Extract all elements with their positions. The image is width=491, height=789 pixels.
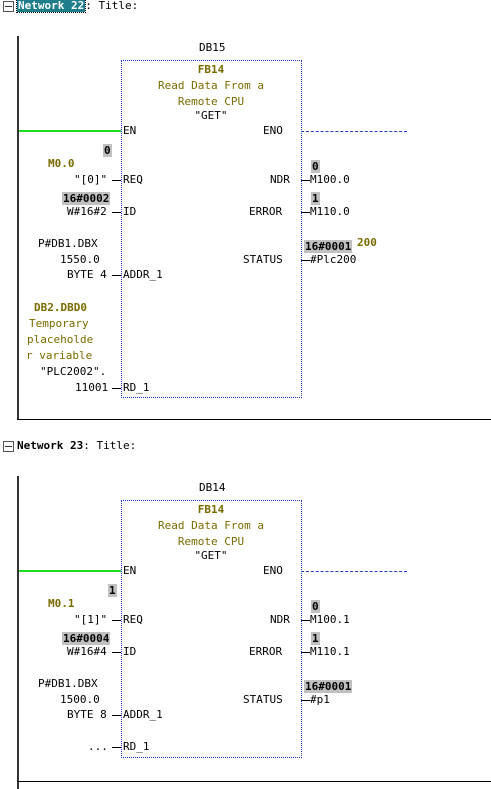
addr-pointer[interactable]: P#DB1.DBX — [38, 677, 98, 690]
fb-block[interactable] — [121, 500, 302, 758]
pin-req[interactable]: REQ — [123, 173, 143, 186]
rd-symbol[interactable]: "PLC2002". — [40, 365, 107, 378]
network-title: : Title: — [85, 0, 139, 12]
network-header[interactable]: Network 23: Title: — [17, 439, 136, 452]
req-value: 1 — [108, 584, 117, 597]
status-value: 16#0001 — [304, 680, 353, 693]
pin-eno[interactable]: ENO — [263, 564, 283, 577]
addr-wire — [112, 275, 121, 276]
collapse-icon[interactable] — [3, 441, 14, 452]
status-value: 16#0001 — [304, 240, 353, 253]
pin-error[interactable]: ERROR — [249, 205, 283, 218]
pin-eno[interactable]: ENO — [263, 124, 283, 137]
error-wire — [301, 652, 310, 653]
collapse-icon[interactable] — [3, 1, 14, 12]
pin-id[interactable]: ID — [123, 645, 137, 658]
req-symbol[interactable]: "[1]" — [74, 613, 108, 626]
eno-output-line — [301, 571, 407, 572]
rd-tail[interactable]: 11001 — [75, 381, 109, 394]
ndr-wire — [301, 620, 310, 621]
req-address[interactable]: M0.0 — [48, 157, 75, 170]
error-value: 1 — [311, 192, 320, 205]
pin-ndr[interactable]: NDR — [270, 173, 290, 186]
pin-error[interactable]: ERROR — [249, 645, 283, 658]
status-overlap-text: 200 — [357, 236, 377, 249]
rd-comment: Temporary — [29, 317, 89, 330]
power-flow-line — [19, 570, 121, 572]
addr-pointer[interactable]: BYTE 8 — [67, 708, 107, 721]
fb-description: Remote CPU — [177, 535, 245, 548]
pin-status[interactable]: STATUS — [243, 253, 283, 266]
network-bottom-border — [17, 419, 491, 420]
power-flow-line — [19, 130, 121, 132]
pin-ndr[interactable]: NDR — [270, 613, 290, 626]
pin-en[interactable]: EN — [123, 564, 137, 577]
rd-wire — [112, 388, 121, 389]
addr-wire — [112, 715, 121, 716]
addr-pointer[interactable]: 1500.0 — [60, 693, 100, 706]
ndr-wire — [301, 180, 310, 181]
ndr-address[interactable]: M100.0 — [310, 173, 350, 186]
eno-output-line — [301, 131, 407, 132]
req-wire — [112, 180, 121, 181]
addr-pointer[interactable]: 1550.0 — [60, 253, 100, 266]
instance-db[interactable]: DB14 — [199, 481, 226, 494]
ndr-value: 0 — [311, 600, 320, 613]
req-value: 0 — [103, 144, 112, 157]
req-wire — [112, 620, 121, 621]
instance-db[interactable]: DB15 — [199, 41, 226, 54]
id-value: 16#0004 — [62, 632, 111, 645]
rd-comment: placeholde — [27, 333, 94, 346]
fb-block[interactable] — [121, 60, 302, 398]
network-bottom-border — [17, 781, 491, 782]
id-wire — [112, 652, 121, 653]
rd-comment: r variable — [26, 349, 93, 362]
power-rail — [17, 476, 19, 789]
pin-en[interactable]: EN — [123, 124, 137, 137]
ndr-value: 0 — [311, 160, 320, 173]
pin-rd[interactable]: RD_1 — [123, 381, 150, 394]
network-header[interactable]: Network 22: Title: — [15, 0, 139, 13]
fb-name: FB14 — [197, 63, 225, 76]
id-value: 16#0002 — [62, 192, 111, 205]
error-wire — [301, 212, 310, 213]
pin-addr[interactable]: ADDR_1 — [123, 268, 163, 281]
pin-id[interactable]: ID — [123, 205, 137, 218]
status-wire — [301, 260, 310, 261]
ndr-address[interactable]: M100.1 — [310, 613, 350, 626]
req-symbol[interactable]: "[0]" — [74, 173, 108, 186]
id-wire — [112, 212, 121, 213]
status-address[interactable]: #Plc200 — [310, 253, 357, 266]
pin-status[interactable]: STATUS — [243, 693, 283, 706]
error-address[interactable]: M110.1 — [310, 645, 350, 658]
fb-description: Remote CPU — [177, 95, 245, 108]
network-title: : Title: — [83, 439, 137, 452]
pin-req[interactable]: REQ — [123, 613, 143, 626]
status-wire — [301, 700, 310, 701]
id-constant[interactable]: W#16#2 — [67, 205, 107, 218]
req-address[interactable]: M0.1 — [48, 597, 75, 610]
fb-symbol: "GET" — [194, 109, 228, 122]
addr-pointer[interactable]: P#DB1.DBX — [38, 237, 98, 250]
rd-ellipsis[interactable]: ... — [88, 740, 108, 753]
error-address[interactable]: M110.0 — [310, 205, 350, 218]
fb-description: Read Data From a — [158, 519, 264, 532]
pin-rd[interactable]: RD_1 — [123, 740, 150, 753]
power-rail — [17, 36, 19, 420]
rd-address[interactable]: DB2.DBD0 — [34, 301, 87, 314]
network-label[interactable]: Network 23 — [17, 439, 84, 452]
fb-name: FB14 — [197, 503, 225, 516]
network-label[interactable]: Network 22 — [15, 0, 87, 13]
fb-symbol: "GET" — [194, 549, 228, 562]
id-constant[interactable]: W#16#4 — [67, 645, 107, 658]
rd-wire — [112, 747, 121, 748]
pin-addr[interactable]: ADDR_1 — [123, 708, 163, 721]
addr-pointer[interactable]: BYTE 4 — [67, 268, 107, 281]
error-value: 1 — [311, 632, 320, 645]
status-address[interactable]: #p1 — [310, 693, 330, 706]
fb-description: Read Data From a — [158, 79, 264, 92]
